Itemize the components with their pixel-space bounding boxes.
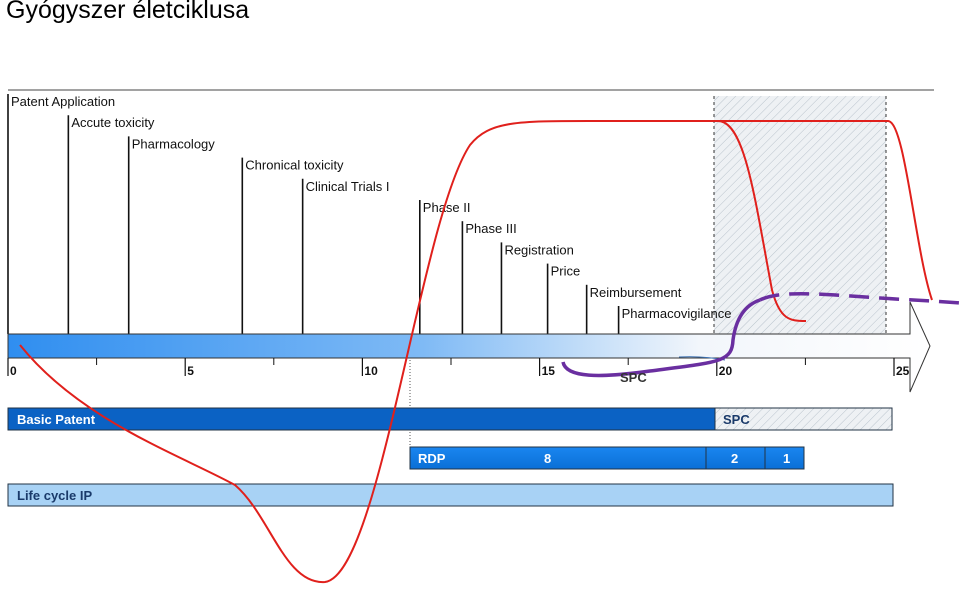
axis-tick-label: 20: [719, 364, 733, 378]
milestone-label: Phase III: [465, 221, 516, 236]
axis-ticks-group: 0 5 10 15 20 25: [7, 358, 910, 378]
axis-tick-label: 0: [10, 364, 17, 378]
spc-bar-label: SPC: [723, 412, 750, 427]
spc-bar: [714, 407, 893, 431]
axis-tick-label: 5: [187, 364, 194, 378]
rdp-years-8: 8: [544, 451, 551, 466]
milestone-label: Price: [551, 264, 581, 279]
milestone-label: Patent Application: [11, 94, 115, 109]
timeline-arrow: [7, 301, 931, 393]
rdp-years-1: 1: [783, 451, 790, 466]
milestone-label: Registration: [504, 242, 573, 257]
milestone-label: Clinical Trials I: [306, 179, 390, 194]
page-title: Gyógyszer életciklusa: [6, 0, 250, 24]
milestone-label: Phase II: [423, 200, 471, 215]
milestone-label: Reimbursement: [590, 285, 682, 300]
milestone-label: Accute toxicity: [71, 115, 155, 130]
axis-tick-label: 25: [896, 364, 910, 378]
cash-flow-curve: [19, 119, 933, 584]
rdp-bar: [409, 446, 805, 470]
milestone-label: Pharmacology: [132, 136, 216, 151]
axis-tick-label: 10: [364, 364, 378, 378]
life-cycle-ip-label: Life cycle IP: [17, 488, 92, 503]
spc-curve-label: SPC: [620, 370, 647, 385]
milestone-label: Pharmacovigilance: [622, 306, 732, 321]
cash-flow-drop-curve: [717, 120, 807, 322]
spc-curve-solid: [561, 298, 761, 378]
rdp-label: RDP: [418, 451, 446, 466]
axis-tick-label: 15: [542, 364, 556, 378]
rdp-years-2: 2: [731, 451, 738, 466]
life-cycle-ip-bar: [7, 483, 894, 507]
basic-patent-label: Basic Patent: [17, 412, 96, 427]
basic-patent-bar: [7, 407, 716, 431]
milestone-label: Chronical toxicity: [245, 158, 344, 173]
